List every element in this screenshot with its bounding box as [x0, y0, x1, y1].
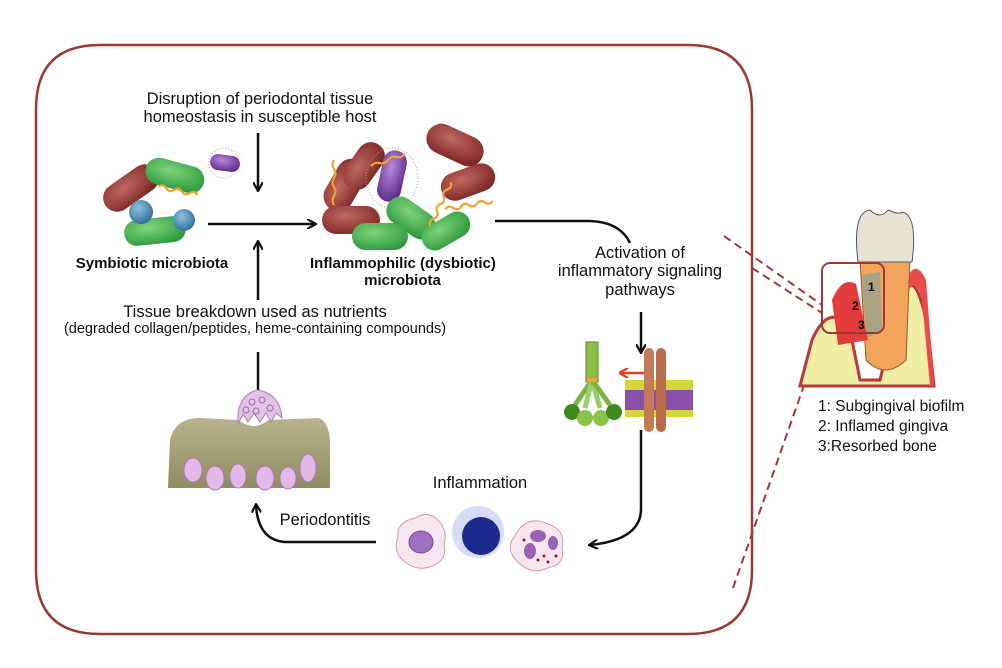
tooth-legend: 1: Subgingival biofilm 2: Inflamed gingi… — [818, 397, 964, 457]
bacterium-red — [103, 164, 159, 212]
lymphocyte-cell — [452, 506, 504, 558]
inflamed-gingiva — [832, 282, 868, 345]
main-frame — [34, 43, 754, 636]
biofilm — [862, 272, 882, 338]
label-activation: Activation of inflammatory signaling pat… — [540, 244, 740, 299]
label-line: microbiota — [364, 271, 441, 289]
membrane-receptor — [625, 348, 693, 432]
bone-with-osteoclast — [168, 389, 330, 491]
label-line: Activation of — [595, 244, 685, 262]
label-periodontitis: Periodontitis — [279, 511, 371, 529]
dysbiotic-microbiota-cluster — [322, 123, 496, 251]
label-line: inflammatory signaling — [557, 262, 723, 281]
label-line: Disruption of periodontal tissue — [146, 90, 374, 108]
label-line: (degraded collagen/peptides, heme-contai… — [63, 321, 447, 338]
tooth-marker: 3 — [858, 318, 865, 332]
neutrophil-cell — [509, 520, 564, 572]
osteoclast — [237, 389, 283, 426]
tooth-marker: 1 — [868, 280, 875, 294]
zoom-line-top — [751, 267, 823, 314]
bacterium-green — [145, 157, 205, 194]
label-line: homeostasis in susceptible host — [143, 108, 377, 127]
gingiva-right — [900, 268, 934, 386]
macrophage-cell — [395, 514, 446, 569]
label-nutrients: Tissue breakdown used as nutrients (degr… — [50, 303, 460, 338]
zoom-box — [821, 262, 885, 334]
legend-item: 3:Resorbed bone — [818, 438, 937, 456]
tooth-marker: 2 — [852, 299, 859, 313]
label-disruption: Disruption of periodontal tissue homeost… — [130, 90, 390, 127]
arrow-to-periodontitis — [256, 505, 376, 544]
label-line: pathways — [605, 280, 675, 299]
tooth-crown — [856, 209, 915, 263]
bacterium-blue — [129, 200, 153, 224]
label-dysbiotic: Inflammophilic (dysbiotic) microbiota — [310, 255, 496, 290]
label-inflammation: Inflammation — [432, 474, 528, 492]
legend-item: 1: Subgingival biofilm — [818, 398, 965, 415]
legend-item: 2: Inflamed gingiva — [818, 418, 949, 436]
label-line: Inflammophilic (dysbiotic) — [310, 255, 496, 272]
purple-bacterium-flagellated — [208, 147, 240, 179]
arrow-to-activation — [495, 219, 632, 244]
spirochete — [157, 184, 199, 196]
tooth-illustration: 1 2 3 — [798, 209, 936, 388]
label-line: Tissue breakdown used as nutrients — [123, 303, 387, 321]
arrow-to-inflammation — [590, 430, 643, 545]
bacterium-blue — [173, 209, 195, 231]
zoom-line-top2 — [723, 235, 823, 306]
label-symbiotic: Symbiotic microbiota — [75, 255, 229, 272]
tlr-receptor-complex — [564, 341, 622, 426]
symbiotic-microbiota-cluster — [103, 147, 240, 246]
